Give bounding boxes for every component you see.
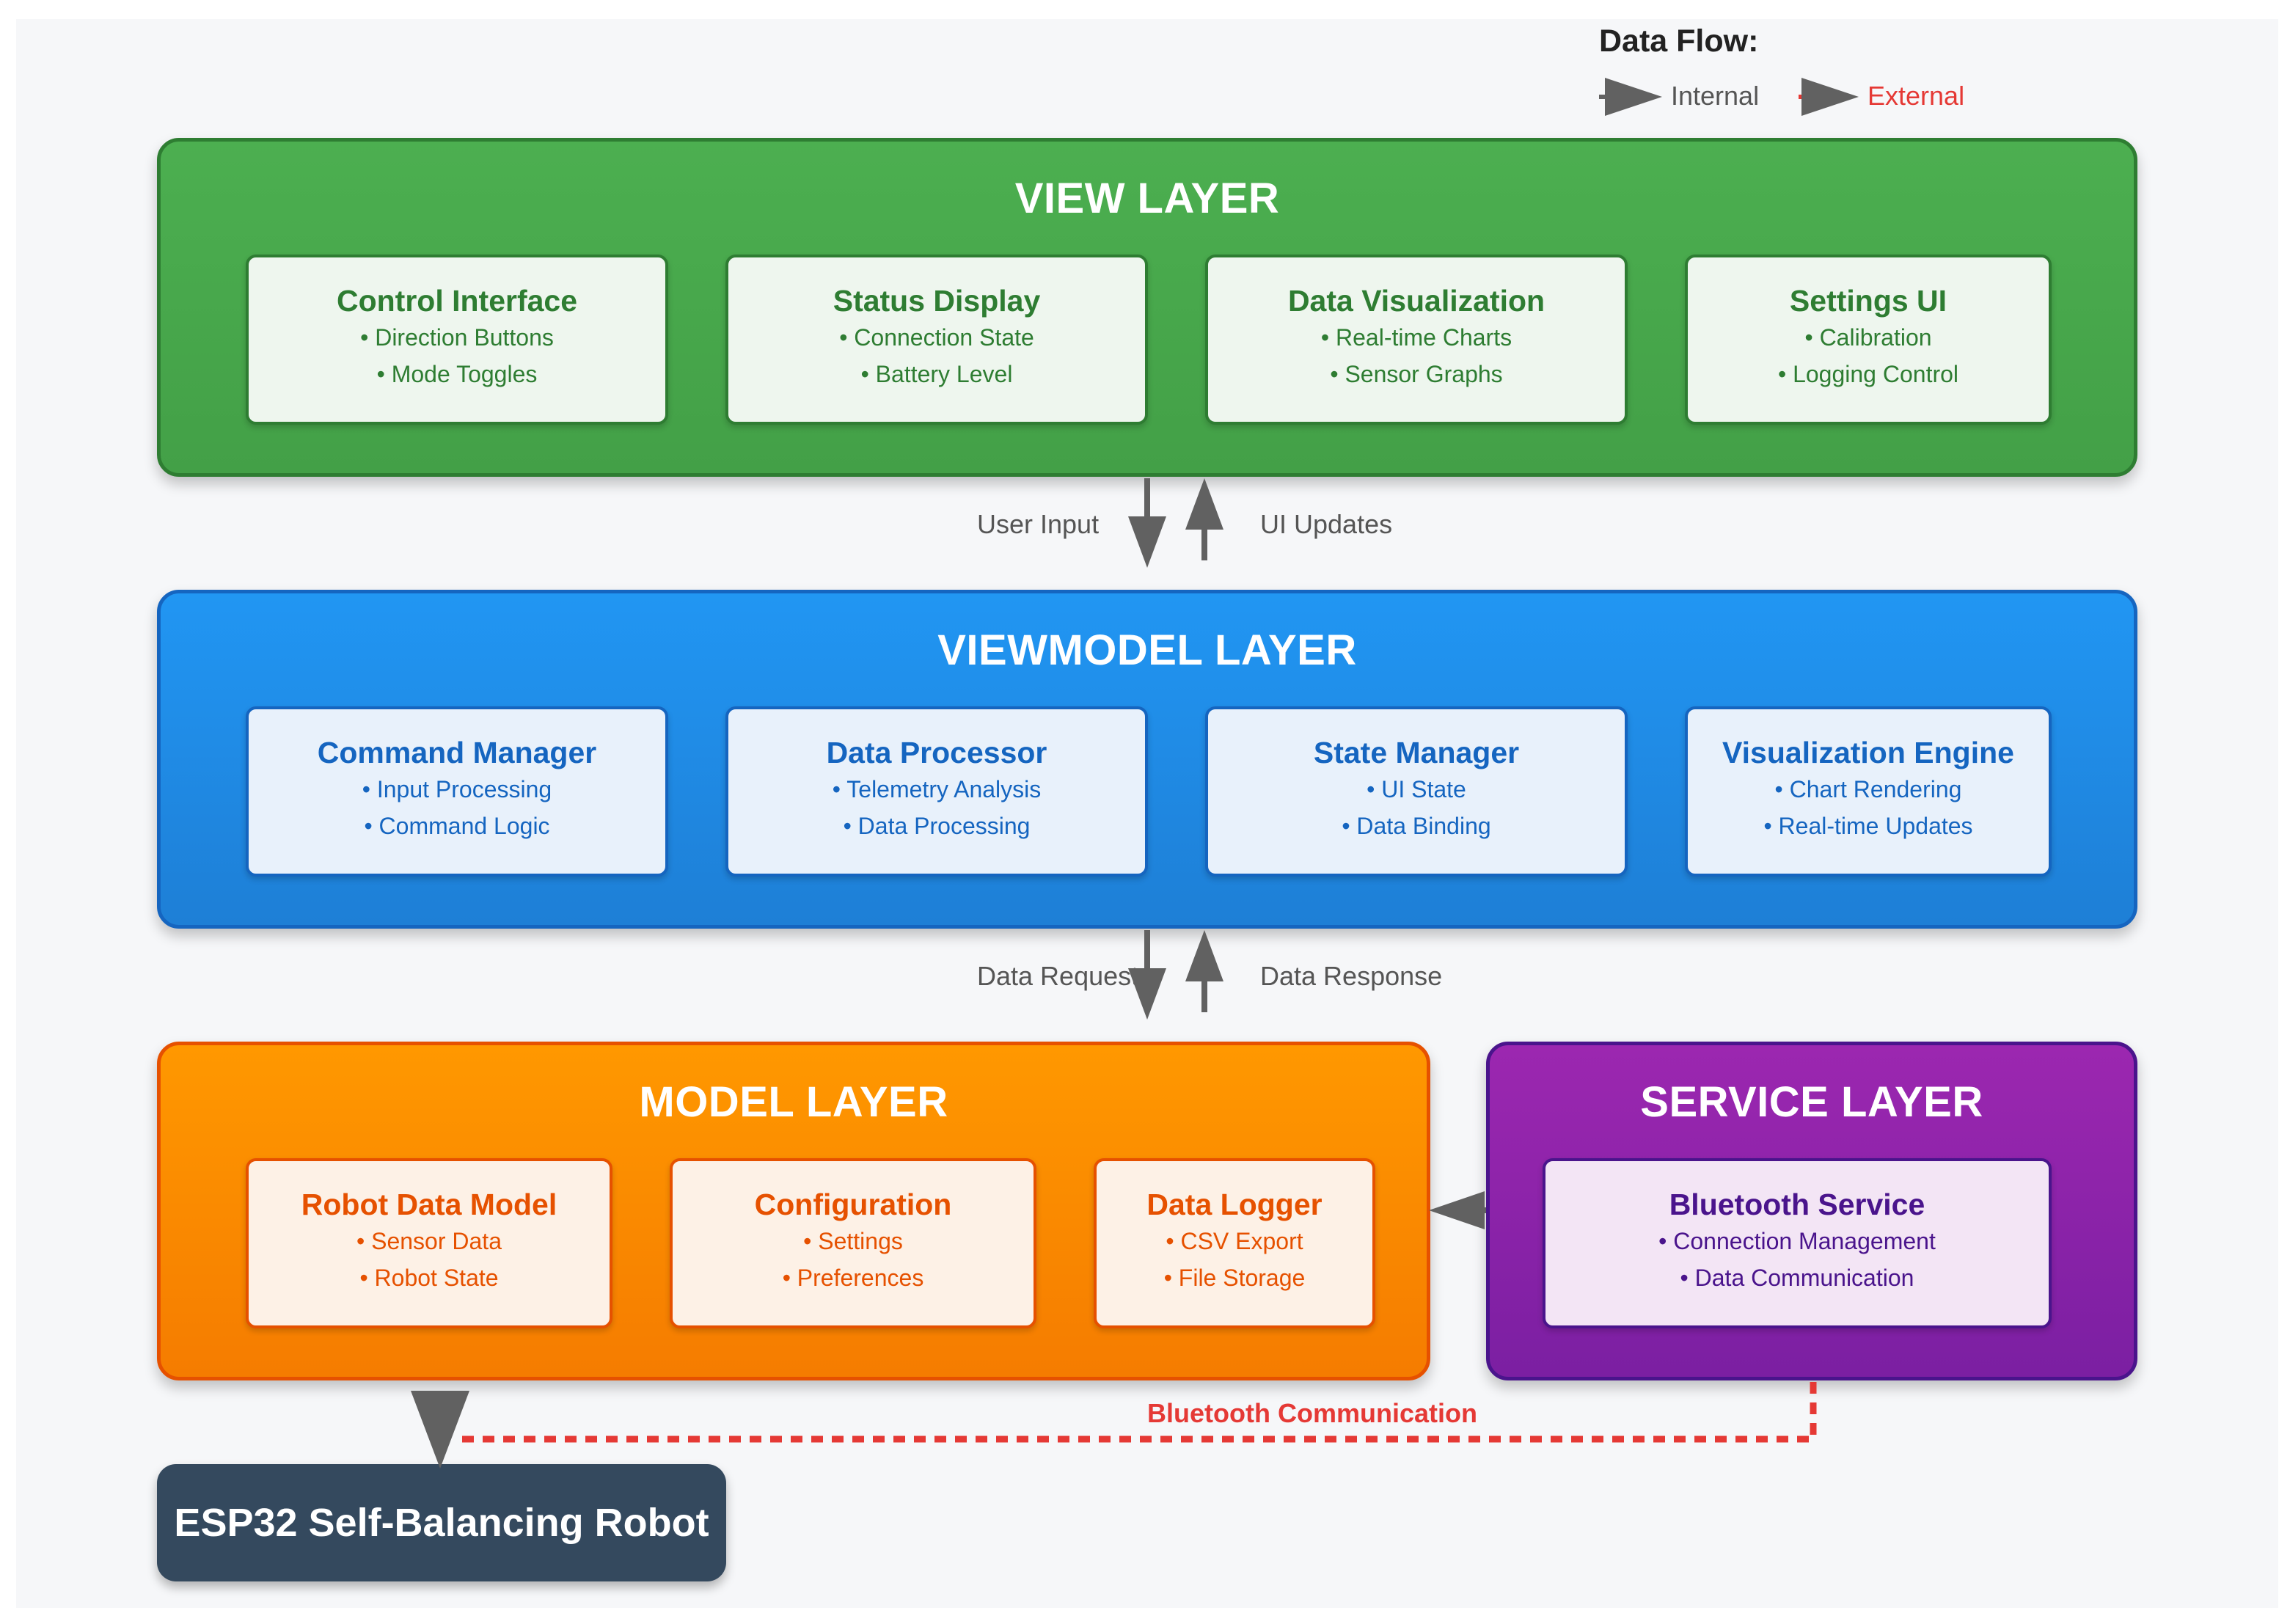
- legend-internal-label: Internal: [1671, 81, 1760, 111]
- viewmodel-layer: VIEWMODEL LAYER Command Manager • Input …: [157, 590, 2137, 929]
- card-item: • Real-time Updates: [1763, 813, 1973, 839]
- card-item: • Logging Control: [1777, 361, 1959, 387]
- card-item: • Input Processing: [362, 776, 552, 802]
- configuration-card: Configuration • Settings • Preferences: [670, 1158, 1036, 1328]
- card-item: • Connection Management: [1658, 1228, 1936, 1254]
- state-manager-card: State Manager • UI State • Data Binding: [1205, 706, 1628, 877]
- card-item: • Chart Rendering: [1774, 776, 1962, 802]
- legend-external-label: External: [1868, 81, 1965, 111]
- card-item: • Settings: [803, 1228, 903, 1254]
- view-layer-title: VIEW LAYER: [1014, 175, 1280, 222]
- control-interface-card: Control Interface • Direction Buttons • …: [246, 255, 668, 425]
- card-item: • Sensor Data: [356, 1228, 502, 1254]
- model-layer: MODEL LAYER Robot Data Model • Sensor Da…: [157, 1042, 1430, 1380]
- card-title: Status Display: [833, 284, 1041, 318]
- robot-data-model-card: Robot Data Model • Sensor Data • Robot S…: [246, 1158, 612, 1328]
- card-item: • Data Processing: [843, 813, 1031, 839]
- legend-title: Data Flow:: [1599, 23, 1759, 59]
- card-item: • Sensor Graphs: [1330, 361, 1503, 387]
- data-request-label: Data Request: [977, 961, 1139, 991]
- card-item: • Direction Buttons: [360, 324, 554, 351]
- card-title: Data Visualization: [1287, 284, 1545, 318]
- card-title: State Manager: [1313, 736, 1520, 769]
- card-item: • Battery Level: [860, 361, 1013, 387]
- legend-internal-arrow-icon: [1599, 78, 1662, 116]
- card-item: • Connection State: [839, 324, 1034, 351]
- command-manager-card: Command Manager • Input Processing • Com…: [246, 706, 668, 877]
- card-title: Robot Data Model: [301, 1188, 557, 1221]
- visualization-engine-card: Visualization Engine • Chart Rendering •…: [1685, 706, 2052, 877]
- card-item: • Preferences: [782, 1265, 924, 1291]
- settings-ui-card: Settings UI • Calibration • Logging Cont…: [1685, 255, 2052, 425]
- card-item: • UI State: [1367, 776, 1466, 802]
- model-to-robot-arrow-icon: [411, 1391, 469, 1468]
- card-item: • Data Binding: [1342, 813, 1491, 839]
- data-visualization-card: Data Visualization • Real-time Charts • …: [1205, 255, 1628, 425]
- data-response-label: Data Response: [1260, 961, 1443, 991]
- card-item: • Command Logic: [364, 813, 550, 839]
- card-title: Configuration: [754, 1188, 952, 1221]
- card-item: • File Storage: [1163, 1265, 1306, 1291]
- viewmodel-layer-title: VIEWMODEL LAYER: [937, 626, 1357, 674]
- data-processor-card: Data Processor • Telemetry Analysis • Da…: [725, 706, 1148, 877]
- ui-updates-arrow-icon: [1185, 478, 1223, 560]
- view-layer: VIEW LAYER Control Interface • Direction…: [157, 138, 2137, 477]
- card-item: • Real-time Charts: [1320, 324, 1512, 351]
- ui-updates-label: UI Updates: [1260, 509, 1393, 539]
- card-title: Command Manager: [317, 736, 597, 769]
- card-item: • Calibration: [1804, 324, 1932, 351]
- user-input-arrow-icon: [1128, 478, 1166, 568]
- card-title: Data Processor: [826, 736, 1047, 769]
- bluetooth-dashed-line: [453, 1382, 1817, 1443]
- data-response-arrow-icon: [1185, 930, 1223, 1012]
- service-layer-title: SERVICE LAYER: [1640, 1078, 1983, 1126]
- service-layer: SERVICE LAYER Bluetooth Service • Connec…: [1486, 1042, 2137, 1380]
- legend-external-arrow-icon: [1799, 78, 1859, 116]
- card-item: • Telemetry Analysis: [832, 776, 1042, 802]
- model-layer-title: MODEL LAYER: [639, 1078, 948, 1126]
- bluetooth-communication-label: Bluetooth Communication: [1147, 1398, 1477, 1428]
- user-input-label: User Input: [977, 509, 1100, 539]
- card-item: • Data Communication: [1680, 1265, 1914, 1291]
- card-item: • Mode Toggles: [376, 361, 538, 387]
- card-item: • Robot State: [359, 1265, 499, 1291]
- card-item: • CSV Export: [1166, 1228, 1303, 1254]
- data-logger-card: Data Logger • CSV Export • File Storage: [1094, 1158, 1375, 1328]
- card-title: Data Logger: [1146, 1188, 1323, 1221]
- card-title: Settings UI: [1789, 284, 1947, 318]
- card-title: Bluetooth Service: [1669, 1188, 1925, 1221]
- data-request-arrow-icon: [1128, 930, 1166, 1020]
- card-title: Control Interface: [336, 284, 578, 318]
- status-display-card: Status Display • Connection State • Batt…: [725, 255, 1148, 425]
- bluetooth-service-card: Bluetooth Service • Connection Managemen…: [1543, 1158, 2052, 1328]
- service-to-model-arrow-icon: [1429, 1191, 1486, 1229]
- card-title: Visualization Engine: [1722, 736, 2014, 769]
- esp32-robot-box: ESP32 Self-Balancing Robot: [157, 1464, 726, 1581]
